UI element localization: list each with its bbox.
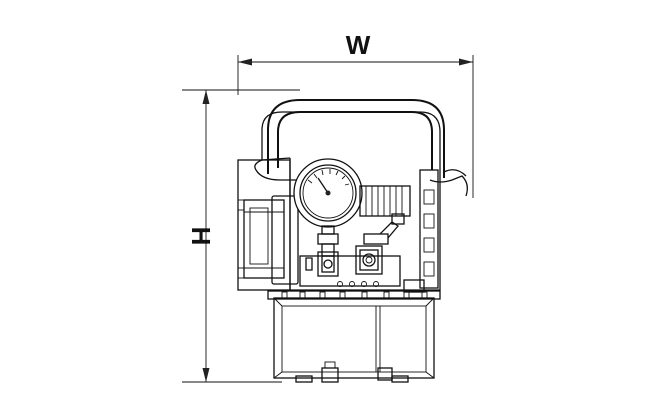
- width-dimension: W: [237, 30, 474, 198]
- oil-reservoir: [267, 290, 441, 383]
- valve-lever: [363, 213, 405, 245]
- motor-end-cap: [271, 195, 299, 285]
- tank-flange: [267, 290, 441, 300]
- gauge-face: [299, 164, 357, 222]
- handle-left-foot: [255, 169, 300, 181]
- coupler-right: [355, 245, 383, 275]
- width-arrow-left: [238, 58, 252, 66]
- tank-inner-outline: [281, 305, 427, 373]
- gauge-needle: [317, 177, 329, 194]
- motor-cover: [243, 199, 285, 279]
- height-label: H: [186, 227, 216, 246]
- valve-block: [299, 213, 405, 287]
- side-panel: [419, 169, 439, 289]
- pump-unit: [237, 99, 468, 383]
- width-label: W: [346, 30, 371, 60]
- carry-handle: [254, 99, 468, 197]
- pressure-gauge: [293, 158, 363, 257]
- tank-foot-right: [391, 375, 409, 383]
- tank-foot-left: [295, 375, 313, 383]
- height-arrow-top: [202, 90, 210, 104]
- width-arrow-right: [459, 58, 473, 66]
- tank-outline: [273, 297, 435, 379]
- handle-right-foot: [429, 175, 468, 197]
- level-plug: [377, 367, 393, 381]
- height-arrow-bottom: [202, 368, 210, 382]
- cooling-fins: [359, 185, 411, 217]
- frame-outline: [289, 158, 441, 291]
- gauge-ticks: [307, 169, 350, 186]
- coupler-left: [305, 251, 339, 277]
- filler-cap: [403, 279, 425, 293]
- handle-outer: [267, 99, 445, 178]
- flange-bolts: [281, 291, 428, 299]
- drain-plug: [321, 367, 339, 383]
- handle-inner: [277, 111, 433, 170]
- manifold: [299, 255, 401, 287]
- height-dimension: H: [182, 89, 300, 383]
